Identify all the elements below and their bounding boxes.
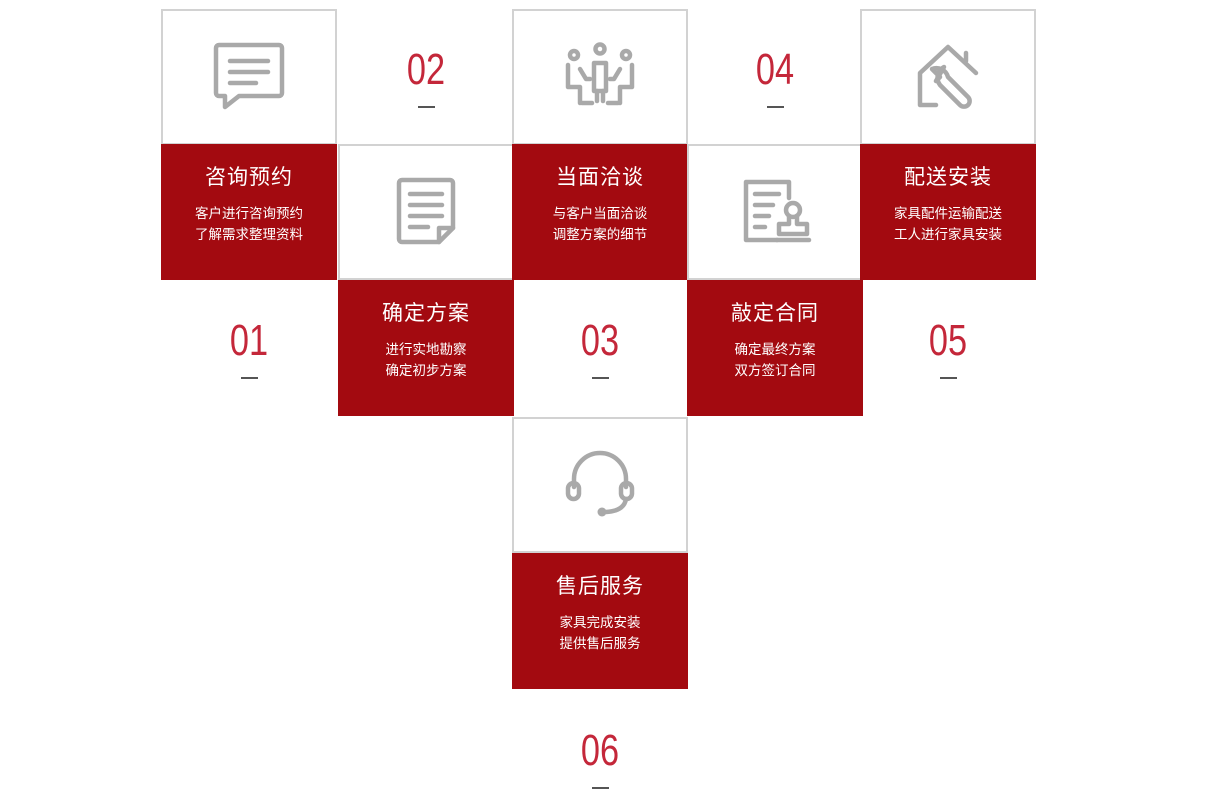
step-desc-line: 确定初步方案 <box>385 363 467 379</box>
step-desc-line: 了解需求整理资料 <box>195 227 303 243</box>
step-desc-line: 双方签订合同 <box>734 363 816 379</box>
step-desc-line: 家具完成安装 <box>559 615 641 631</box>
meeting-icon <box>565 42 635 106</box>
step-02-icon-box <box>338 144 514 280</box>
step-desc-line: 工人进行家具安装 <box>894 227 1002 243</box>
step-number: 03 <box>580 316 620 365</box>
step-06-number-box: 06 <box>512 690 688 799</box>
step-desc-line: 调整方案的细节 <box>552 227 648 243</box>
step-desc-line: 确定最终方案 <box>734 342 816 358</box>
step-description: 家具配件运输配送 工人进行家具安装 <box>860 204 1036 246</box>
step-title: 售后服务 <box>556 574 644 598</box>
step-description: 与客户当面洽谈 调整方案的细节 <box>512 204 688 246</box>
step-05-card: 配送安装 家具配件运输配送 工人进行家具安装 <box>860 144 1036 280</box>
document-icon <box>396 177 456 245</box>
step-05-icon-box <box>860 9 1036 145</box>
step-title: 配送安装 <box>904 165 992 189</box>
step-04-card: 敲定合同 确定最终方案 双方签订合同 <box>687 280 863 416</box>
step-number: 06 <box>580 726 620 775</box>
step-title: 咨询预约 <box>205 165 293 189</box>
number-underline <box>767 106 784 108</box>
number-underline <box>241 377 258 379</box>
step-title: 敲定合同 <box>731 301 819 325</box>
step-number: 05 <box>928 316 968 365</box>
step-01-card: 咨询预约 客户进行咨询预约 了解需求整理资料 <box>161 144 337 280</box>
step-number: 01 <box>229 316 269 365</box>
step-03-icon-box <box>512 9 688 145</box>
step-number: 04 <box>755 45 795 94</box>
step-04-number-box: 04 <box>687 9 863 145</box>
step-05-number-box: 05 <box>860 280 1036 416</box>
step-description: 确定最终方案 双方签订合同 <box>687 340 863 382</box>
step-04-icon-box <box>687 144 863 280</box>
chat-bubble-icon <box>213 42 285 110</box>
number-underline <box>940 377 957 379</box>
number-underline <box>592 787 609 789</box>
step-desc-line: 客户进行咨询预约 <box>195 206 303 222</box>
contract-stamp-icon <box>743 179 812 243</box>
step-desc-line: 提供售后服务 <box>559 636 641 652</box>
number-underline <box>418 106 435 108</box>
step-06-icon-box <box>512 417 688 553</box>
step-03-number-box: 03 <box>512 280 688 416</box>
step-03-card: 当面洽谈 与客户当面洽谈 调整方案的细节 <box>512 144 688 280</box>
step-02-number-box: 02 <box>338 9 514 145</box>
house-wrench-icon <box>917 44 979 109</box>
step-title: 当面洽谈 <box>556 165 644 189</box>
step-01-icon-box <box>161 9 337 145</box>
step-desc-line: 家具配件运输配送 <box>894 206 1002 222</box>
step-desc-line: 进行实地勘察 <box>385 342 467 358</box>
step-desc-line: 与客户当面洽谈 <box>552 206 648 222</box>
step-description: 家具完成安装 提供售后服务 <box>512 613 688 655</box>
number-underline <box>592 377 609 379</box>
step-title: 确定方案 <box>382 301 470 325</box>
step-number: 02 <box>406 45 446 94</box>
step-description: 进行实地勘察 确定初步方案 <box>338 340 514 382</box>
step-02-card: 确定方案 进行实地勘察 确定初步方案 <box>338 280 514 416</box>
step-06-card: 售后服务 家具完成安装 提供售后服务 <box>512 553 688 689</box>
step-01-number-box: 01 <box>161 280 337 416</box>
headset-icon <box>565 450 635 517</box>
step-description: 客户进行咨询预约 了解需求整理资料 <box>161 204 337 246</box>
